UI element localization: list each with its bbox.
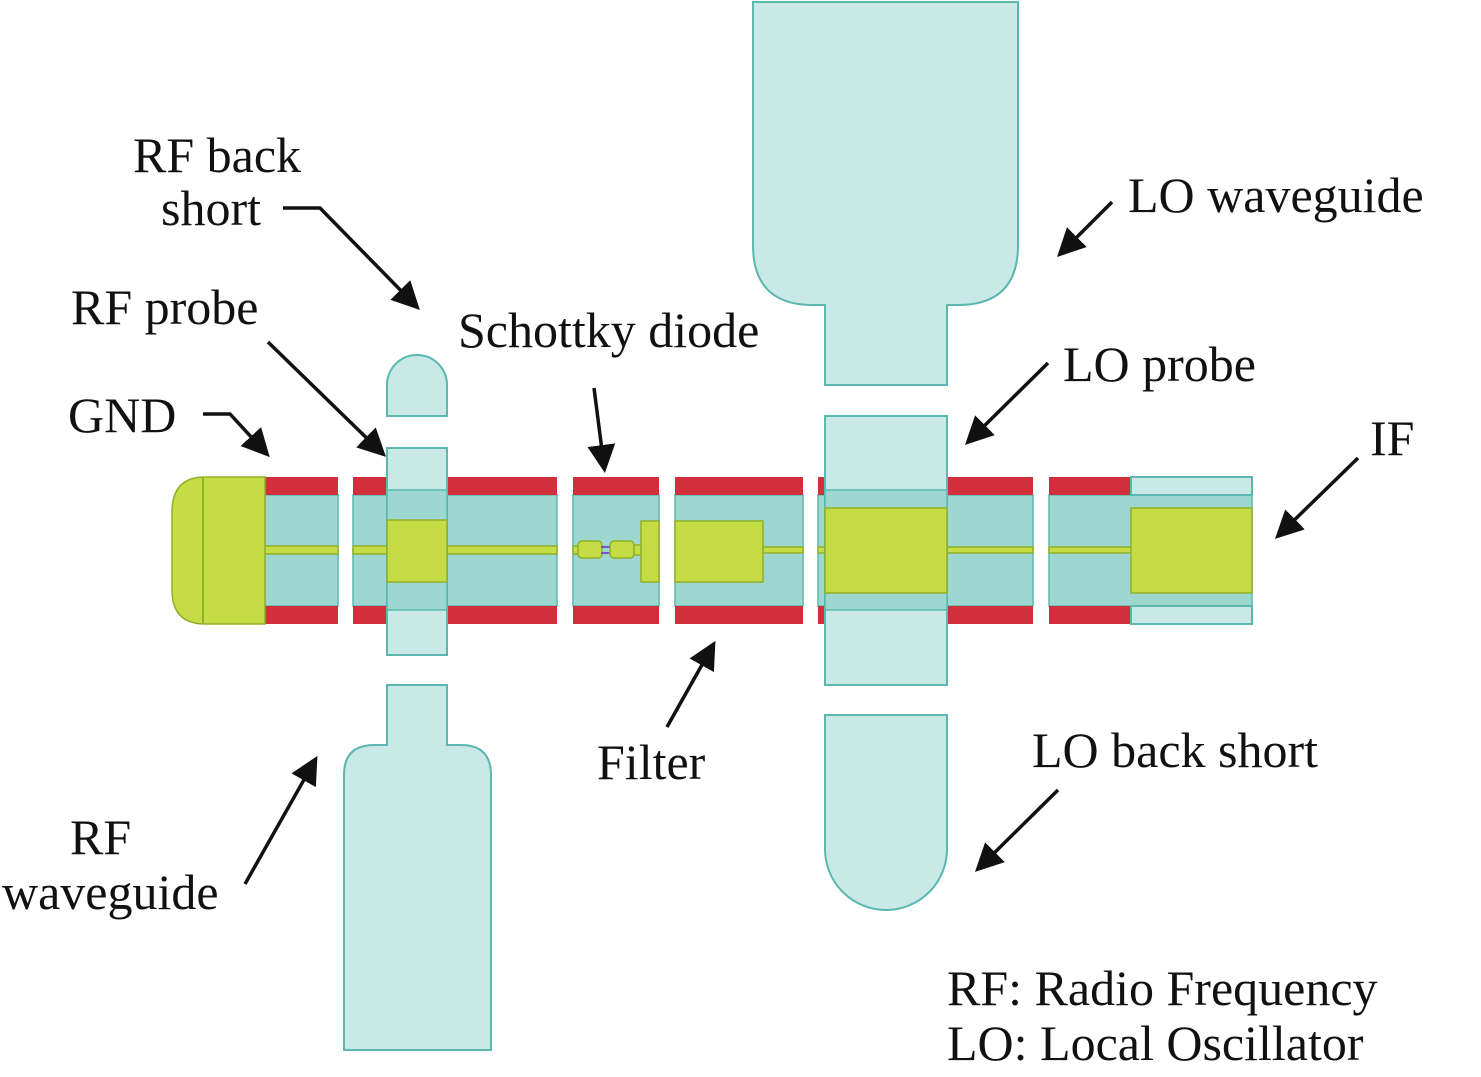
label-rf-back-short: RF back (133, 127, 301, 183)
lo-probe (824, 415, 948, 686)
lo-waveguide (752, 1, 1019, 386)
label-gnd: GND (68, 387, 176, 443)
label-filter: Filter (597, 734, 706, 790)
arrow-schottky (587, 387, 616, 473)
arrow-rf-waveguide (243, 755, 318, 885)
arrow-lo-probe (965, 361, 1050, 445)
label-rf-waveguide-2: waveguide (2, 864, 219, 920)
label-lo-back-short: LO back short (1032, 722, 1318, 778)
arrow-filter (665, 640, 716, 728)
arrow-lo-waveguide (1057, 200, 1114, 257)
filter (674, 520, 764, 583)
schottky-diode (572, 520, 660, 583)
rf-waveguide (343, 684, 492, 1051)
label-schottky-diode: Schottky diode (458, 302, 759, 358)
arrow-if (1274, 456, 1360, 539)
rf-probe (386, 447, 448, 656)
lo-back-short (824, 714, 948, 911)
arrow-gnd (203, 412, 270, 458)
label-lo-waveguide: LO waveguide (1128, 167, 1424, 223)
if-pad (1130, 507, 1253, 594)
legend-lo: LO: Local Oscillator (947, 1015, 1364, 1071)
label-rf-back-short-2: short (161, 180, 261, 236)
gnd-pad (171, 476, 266, 625)
label-rf-probe: RF probe (71, 279, 259, 335)
arrow-lo-back-short (975, 788, 1060, 872)
label-lo-probe: LO probe (1063, 336, 1256, 392)
label-rf-waveguide: RF (70, 809, 131, 865)
rf-back-short (386, 354, 448, 417)
label-if: IF (1370, 410, 1414, 466)
legend-rf: RF: Radio Frequency (947, 960, 1378, 1016)
arrow-rf-back-short (283, 206, 420, 311)
arrow-rf-probe (266, 340, 387, 457)
